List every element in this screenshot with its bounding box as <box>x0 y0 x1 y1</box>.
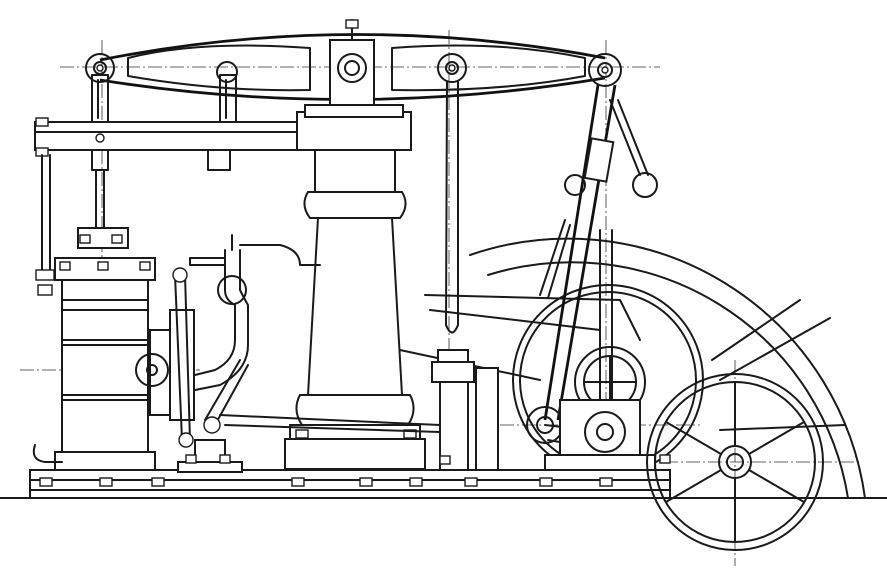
hand-wheel <box>646 373 824 551</box>
valve-gear <box>172 267 441 473</box>
crank-assembly <box>544 346 656 471</box>
walking-beam <box>85 19 622 113</box>
valve-chest <box>32 234 321 463</box>
bed-bolts <box>39 477 613 487</box>
entablature <box>34 117 306 157</box>
central-column <box>284 104 426 470</box>
air-pump <box>431 81 499 471</box>
steam-cylinder <box>54 227 156 471</box>
bed-plate <box>29 469 671 499</box>
bolts <box>96 64 671 465</box>
tie-rods <box>35 154 105 296</box>
